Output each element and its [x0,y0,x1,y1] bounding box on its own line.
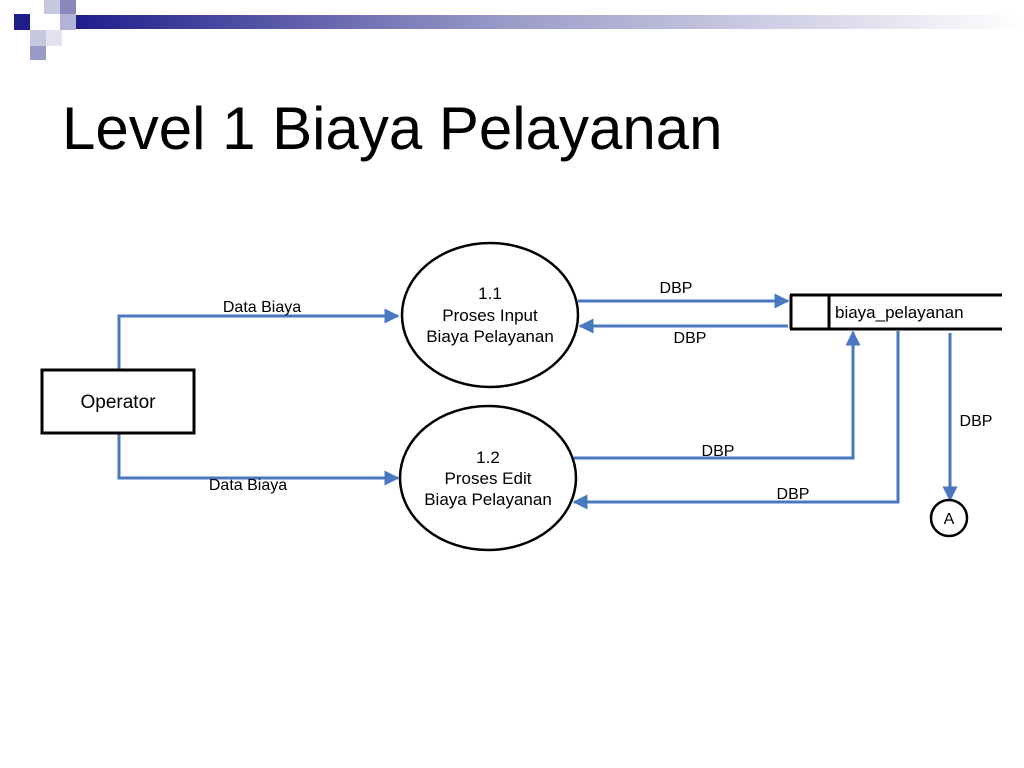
flow-label: DBP [674,330,707,347]
header-square [30,46,46,60]
data-store-label: biaya_pelayanan [835,303,964,322]
header-square [60,0,76,14]
flow-data-biaya-to-edit [117,434,400,486]
process-name: Biaya Pelayanan [426,327,554,346]
process-name: Biaya Pelayanan [424,490,552,509]
header-square [46,30,62,46]
header-square [60,14,76,30]
flow-dbp-store-to-edit [572,331,900,510]
connector-label: A [944,511,955,528]
flow-data-biaya-to-input [117,308,400,370]
header-square [14,14,30,30]
header-decoration [14,0,1024,60]
header-square [30,30,46,46]
flow-label: DBP [702,443,735,460]
flow-label: DBP [777,486,810,503]
flow-label: Data Biaya [223,299,301,316]
process-name: Proses Input [442,306,538,325]
flow-label: DBP [960,413,993,430]
data-store-biaya-pelayanan [789,293,1002,331]
slide-title: Level 1 Biaya Pelayanan [62,95,723,162]
external-entity-operator [40,368,196,435]
process-number: 1.2 [476,448,500,467]
external-entity-label: Operator [81,392,157,413]
flow-dbp-edit-to-store [574,330,861,460]
process-name: Proses Edit [445,469,532,488]
connector-a [929,498,969,538]
header-square [44,0,60,14]
process-1-1 [400,241,580,389]
header-gradient-band [76,15,1024,29]
process-1-2 [398,404,578,552]
flow-label: Data Biaya [209,477,287,494]
flow-label: DBP [660,280,693,297]
process-number: 1.1 [478,284,502,303]
